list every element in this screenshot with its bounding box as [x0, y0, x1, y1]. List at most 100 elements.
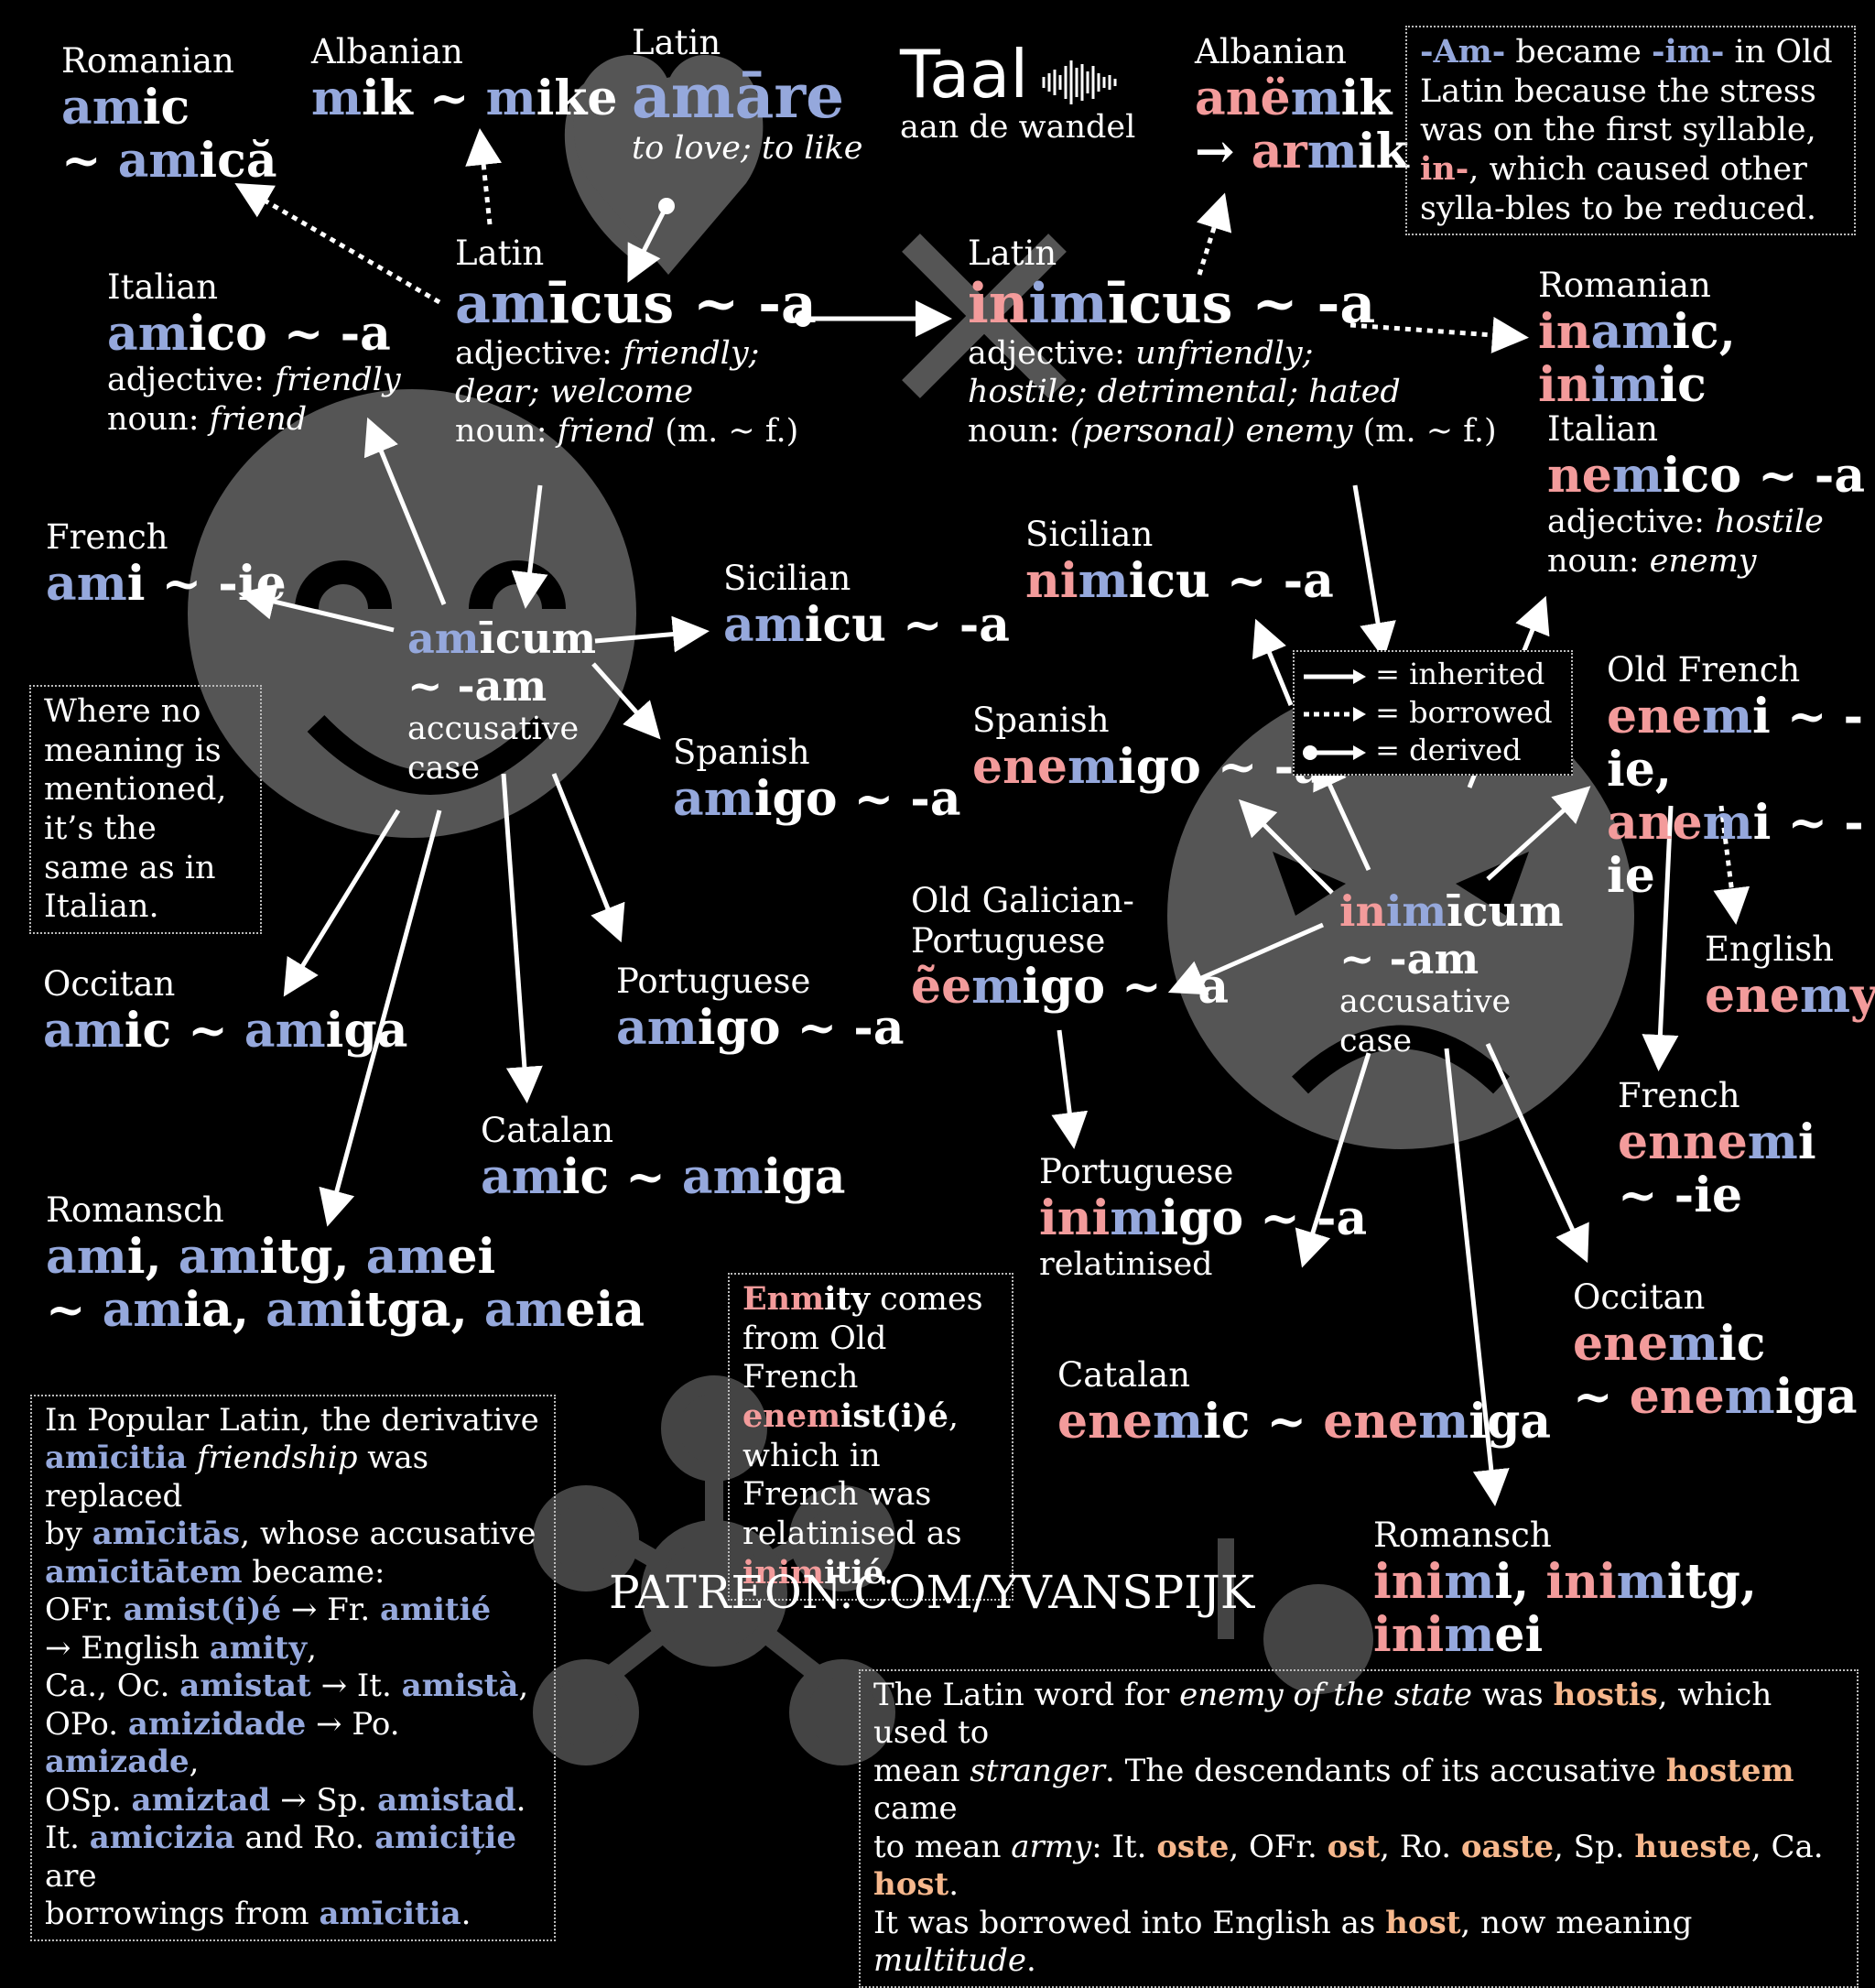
arrow-inimicum-occitan: [1485, 1042, 1589, 1264]
occitan-enemy: Occitan enemic ~ enemiga: [1573, 1277, 1858, 1424]
gloss: adjective: hostile: [1547, 503, 1824, 540]
catalan-friend: Catalan amic ~ amiga: [481, 1111, 845, 1204]
word: enemic ~ enemiga: [1057, 1393, 1552, 1450]
lang-label: Romanian: [1538, 266, 1711, 305]
arrow-amicus-albanian: [465, 128, 503, 225]
lang-label: Catalan: [481, 1111, 614, 1150]
arrow-amicum-italian: [363, 417, 447, 605]
italian-enemy: Italian nemico ~ -a adjective: hostile n…: [1547, 409, 1865, 581]
arrow-inimicum-romansch: [1444, 1048, 1510, 1506]
case-label: case: [1339, 1022, 1413, 1059]
arrow-amicum-portuguese: [551, 773, 625, 943]
inimicus-gloss: adjective: unfriendly; hostile; detrimen…: [968, 334, 1497, 451]
lang-label: Spanish: [673, 733, 810, 772]
word: amico ~ -a: [107, 305, 391, 362]
amicus-word: amīcus ~ -a: [455, 271, 817, 336]
legend-derived: = derived: [1302, 732, 1564, 770]
smiley-face-icon: [188, 389, 636, 838]
case-label: accusative: [407, 711, 580, 748]
word: amigo ~ -a: [616, 999, 905, 1056]
word: ~ -ie: [1618, 1167, 1743, 1223]
word: nimicu ~ -a: [1025, 552, 1334, 609]
brand-logo: Taal aan de wandel: [900, 41, 1135, 146]
word: ami, amitg, amei: [46, 1228, 496, 1285]
word: ennemi: [1618, 1113, 1816, 1170]
word: ~ amică: [61, 132, 277, 189]
sicilian-friend: Sicilian amicu ~ -a: [723, 559, 1010, 652]
lang-label: Latin: [968, 234, 1057, 273]
arrow-ofr-english: [1713, 805, 1750, 925]
word: enemigo ~ -a: [972, 738, 1325, 795]
lang-label: French: [1618, 1076, 1740, 1115]
french-friend: French ami ~ -ie: [46, 517, 287, 611]
arrow-inimicus-albanian: [1196, 192, 1232, 276]
inimicum-feminine: ~ -am: [1339, 933, 1479, 983]
enmity-note: Enmity comes from Old French enemist(i)é…: [728, 1273, 1013, 1601]
lang-label: English: [1705, 929, 1835, 969]
spanish-enemy: Spanish enemigo ~ -a: [972, 701, 1325, 794]
lang-label: Romansch: [46, 1190, 224, 1230]
galician-enemy: Old Galician- Portuguese ẽemigo ~ -a: [911, 881, 1229, 1015]
portuguese-enemy: Portuguese inimigo ~ -a relatinised: [1039, 1152, 1367, 1285]
inimicus-block: Latin inimīcus ~ -a adjective: unfriendl…: [968, 234, 1497, 451]
legend-borrowed: = borrowed: [1302, 694, 1564, 733]
amicus-gloss: adjective: friendly; dear; welcome noun:…: [455, 334, 799, 451]
lang-label: Albanian: [1195, 32, 1347, 71]
lang-label: Romansch: [1373, 1515, 1552, 1555]
lang-label: Old French: [1607, 650, 1801, 690]
lang-label: Albanian: [311, 32, 463, 71]
legend: = inherited = borrowed = derived: [1293, 650, 1573, 776]
arrow-amicus-amicum: [511, 484, 548, 609]
arrow-amicum-romansch: [319, 809, 442, 1227]
gloss: noun: enemy: [1547, 542, 1757, 580]
word: ẽemigo ~ -a: [911, 959, 1230, 1016]
word: inimigo ~ -a: [1039, 1190, 1368, 1246]
lang-label: Sicilian: [1025, 515, 1154, 554]
inimicum-block: inimīcum ~ -am accusative case: [1339, 887, 1564, 1060]
word: → armik: [1195, 123, 1409, 179]
word: amic: [61, 79, 190, 136]
brand-subtitle: aan de wandel: [900, 109, 1136, 146]
arrow-inimicum-catalan: [1295, 1052, 1371, 1268]
portuguese-friend: Portuguese amigo ~ -a: [616, 961, 905, 1055]
lang-label: Romanian: [61, 41, 234, 81]
note: relatinised: [1039, 1245, 1213, 1283]
word: mik ~ mike: [311, 70, 618, 126]
word: anemi ~ -ie: [1607, 795, 1864, 905]
case-label: case: [407, 749, 481, 787]
lang-label: Latin: [455, 234, 545, 273]
italian-friend: Italian amico ~ -a adjective: friendly n…: [107, 267, 401, 439]
word: ~ enemiga: [1573, 1368, 1858, 1425]
case-label: accusative: [1339, 983, 1512, 1021]
amicum-word: amīcum: [407, 614, 597, 663]
english-enemy: English enemy: [1705, 929, 1875, 1023]
inimicus-word: inimīcus ~ -a: [968, 271, 1376, 336]
amare-word: amāre: [632, 60, 845, 132]
word: anëmik: [1195, 70, 1393, 126]
arrow-inimicum-galician: [1167, 922, 1325, 995]
lang-label: Italian: [1547, 409, 1659, 449]
angry-face-icon: [1167, 682, 1634, 1149]
romansch-friend: Romansch ami, amitg, amei ~ amia, amitga…: [46, 1190, 645, 1337]
lang-label: Occitan: [43, 964, 176, 1004]
patreon-link[interactable]: PATREON.COM/YVANSPIJK: [609, 1566, 1255, 1619]
lang-label: Spanish: [972, 701, 1110, 740]
amare-gloss: to love; to like: [632, 130, 863, 168]
word: amicu ~ -a: [723, 596, 1010, 653]
lang-label: Italian: [107, 267, 219, 307]
word: inimi, inimitg, inimei: [1373, 1553, 1757, 1663]
word: ami ~ -ie: [46, 555, 287, 612]
arrow-inimicus-inimicum: [1352, 484, 1396, 659]
lang-label: Portuguese: [1039, 1152, 1234, 1191]
romanian-friend: Romanian amic ~ amică: [61, 41, 277, 188]
brand-title: Taal: [900, 36, 1029, 113]
network-icon: [533, 1375, 895, 1765]
lang-label: Portuguese: [616, 961, 811, 1001]
gloss: noun: friend: [107, 400, 308, 438]
word: enemic: [1573, 1315, 1766, 1372]
sound-wave-icon: [1042, 60, 1117, 104]
arrow-amicum-sicilian: [594, 615, 710, 653]
arrow-amare-amicus: [627, 204, 669, 283]
lang-label: Catalan: [1057, 1355, 1191, 1395]
gloss: adjective: friendly: [107, 361, 401, 398]
